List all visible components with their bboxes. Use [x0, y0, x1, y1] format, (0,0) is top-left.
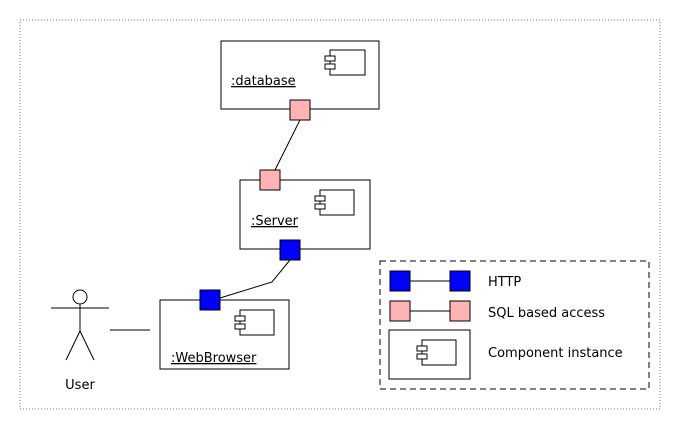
user-actor: User	[51, 289, 109, 393]
diagram-frame	[19, 19, 661, 410]
legend-component: Component instance	[388, 329, 623, 380]
legend-http-label: HTTP	[488, 275, 521, 290]
component-icon	[416, 339, 457, 366]
legend-http: HTTP	[389, 270, 521, 292]
legend-component-label: Component instance	[488, 346, 623, 361]
component-icon	[314, 189, 355, 216]
database-name: :database	[231, 74, 296, 89]
server-component: :Server	[239, 169, 371, 261]
webbrowser-component: :WebBrowser	[159, 289, 290, 370]
webbrowser-name: :WebBrowser	[171, 351, 257, 366]
server-http-port	[279, 239, 301, 261]
legend-sql-label: SQL based access	[488, 306, 605, 321]
user-label: User	[65, 378, 95, 393]
legend: HTTP SQL based access Component instance	[379, 260, 650, 390]
http-connector	[219, 259, 291, 299]
legend-sql: SQL based access	[389, 300, 605, 322]
legend-frame	[379, 260, 650, 390]
stick-figure-icon	[51, 289, 109, 361]
database-component: :database	[220, 40, 380, 121]
database-sql-port	[289, 99, 311, 121]
component-icon	[324, 49, 366, 76]
component-icon	[234, 309, 275, 336]
webbrowser-http-port	[199, 289, 221, 311]
server-sql-port	[259, 169, 281, 191]
server-name: :Server	[251, 214, 299, 229]
